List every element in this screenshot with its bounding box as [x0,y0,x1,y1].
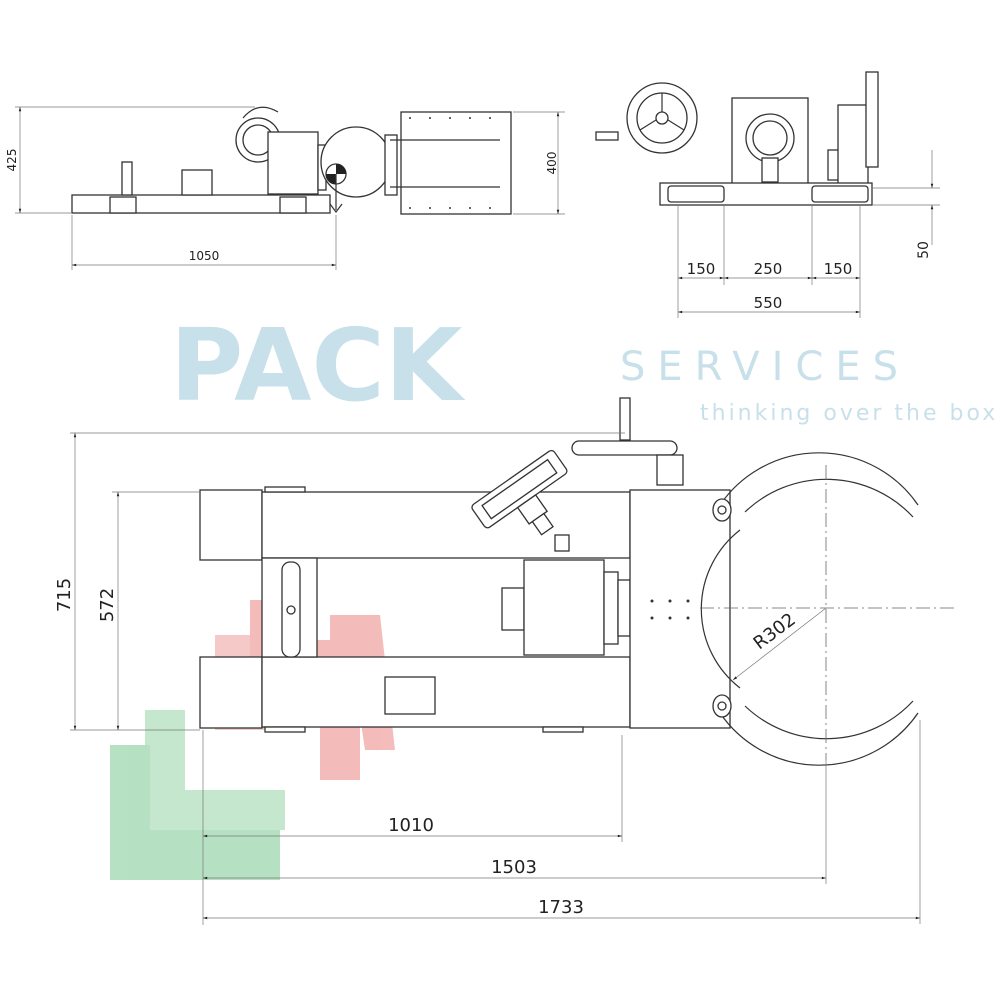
watermark: PACK SERVICES thinking over the box [170,307,998,426]
watermark-sub: SERVICES [620,344,910,390]
watermark-brand: PACK [170,307,466,424]
dim-frame-width: 572 [97,588,118,622]
dim-box-height: 400 [545,152,559,175]
dim-side-length: 1050 [189,249,220,263]
logo-chevrons [110,600,395,880]
watermark-tagline: thinking over the box [700,401,998,426]
dim-right-width: 150 [824,260,853,278]
dim-total-width: 550 [754,294,783,312]
dim-center-width: 250 [754,260,783,278]
dim-overall-width: 715 [54,578,75,612]
side-view: 425 1050 400 [5,106,565,270]
dim-left-width: 150 [687,260,716,278]
dim-frame-length: 1010 [388,815,434,836]
dim-center-distance: 1503 [491,857,537,878]
dim-clearance: 50 [916,241,932,259]
dim-overall-length: 1733 [538,897,584,918]
front-view: 150 250 150 550 50 [595,71,940,318]
dim-side-height: 425 [5,149,19,172]
